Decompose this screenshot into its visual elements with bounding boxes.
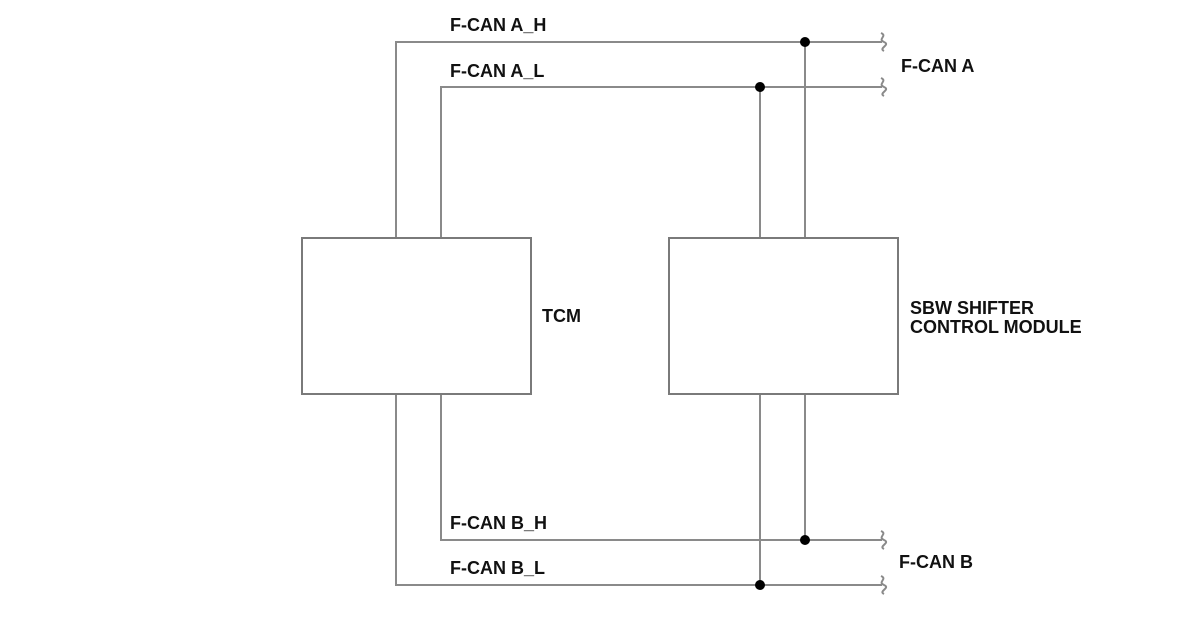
label-can-b-high: F-CAN B_H [450,513,547,533]
label-shifter-line-2: CONTROL MODULE [910,317,1082,337]
wire-can-b-low [395,394,882,586]
break-symbol-a-low [880,77,888,97]
break-symbol-a-high [880,32,888,52]
junction-a-low [755,82,765,92]
junction-b-high [800,535,810,545]
junction-a-high [800,37,810,47]
break-symbol-b-low [880,575,888,595]
wire-can-b-high [440,394,882,541]
wire-can-a-high [395,41,882,238]
label-bus-b: F-CAN B [899,552,973,572]
junction-b-low [755,580,765,590]
label-bus-a: F-CAN A [901,56,974,76]
label-shifter-line-1: SBW SHIFTER [910,298,1034,318]
wire-can-a-low [440,86,882,238]
label-can-a-high: F-CAN A_H [450,15,546,35]
break-symbol-b-high [880,530,888,550]
label-can-b-low: F-CAN B_L [450,558,545,578]
label-tcm: TCM [542,306,581,326]
tcm-module-box [301,237,532,395]
label-can-a-low: F-CAN A_L [450,61,544,81]
shifter-module-box [668,237,899,395]
